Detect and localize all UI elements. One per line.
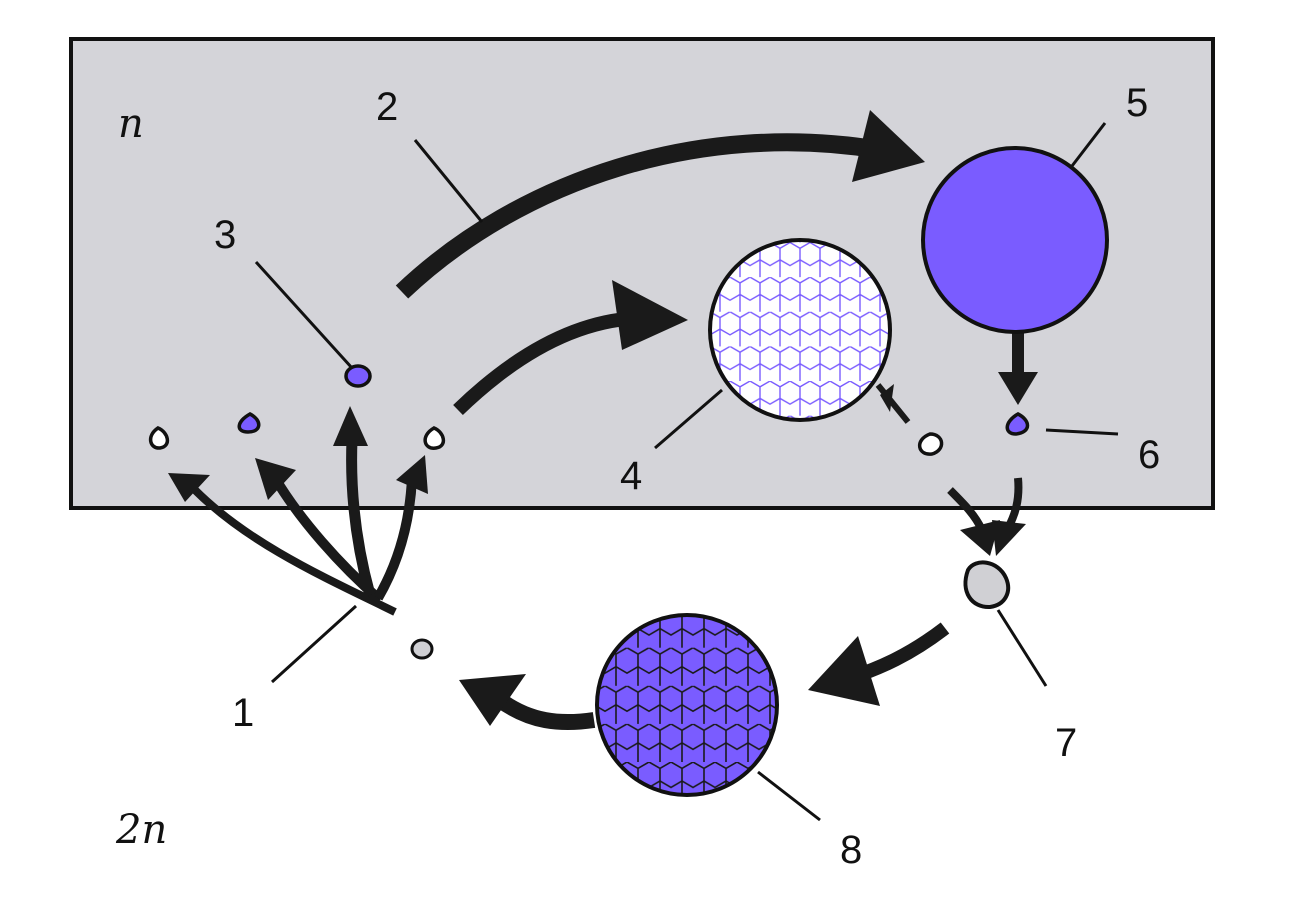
arrow-4-to-spore — [875, 383, 911, 424]
leader-6 — [1045, 428, 1119, 436]
leader-3 — [254, 260, 354, 370]
structure-5-circle — [921, 146, 1109, 334]
leader-4 — [654, 388, 723, 450]
label-5: 5 — [1126, 81, 1148, 125]
structure-6-purple-cell — [1005, 412, 1030, 436]
spore-white-1 — [148, 426, 170, 450]
structure-4-circle — [708, 238, 892, 422]
leader-1 — [270, 604, 358, 684]
label-4: 4 — [620, 454, 642, 498]
arrow-6-to-7 — [992, 477, 1026, 556]
label-1: 1 — [232, 691, 254, 735]
arrow-fan-from-1 — [168, 406, 428, 616]
label-8: 8 — [840, 828, 862, 872]
arrow-5-to-6 — [998, 330, 1038, 405]
arrow-spore-to-7 — [947, 487, 1000, 556]
arrow-to-gametophyte-5 — [395, 110, 925, 299]
label-6: 6 — [1138, 433, 1160, 477]
label-3: 3 — [214, 213, 236, 257]
leader-2 — [413, 139, 484, 223]
structure-1-cell — [410, 638, 434, 660]
structure-3-purple-cell — [344, 364, 372, 388]
label-7: 7 — [1055, 721, 1077, 765]
leader-5 — [1070, 122, 1107, 167]
spore-white-4 — [423, 426, 446, 450]
haploid-label: n — [118, 101, 144, 147]
arrow-to-gametophyte-4 — [453, 280, 688, 416]
spore-purple-2 — [237, 412, 261, 434]
structure-8-circle — [595, 613, 779, 797]
arrow-8-to-1 — [459, 674, 596, 731]
diploid-label: 2n — [115, 807, 167, 853]
leader-7 — [996, 609, 1048, 687]
arrow-7-to-8 — [808, 622, 950, 706]
spore-white-near-4 — [918, 432, 944, 456]
label-2: 2 — [376, 85, 398, 129]
leader-8 — [757, 770, 821, 822]
structure-7-zygote — [963, 560, 1011, 609]
